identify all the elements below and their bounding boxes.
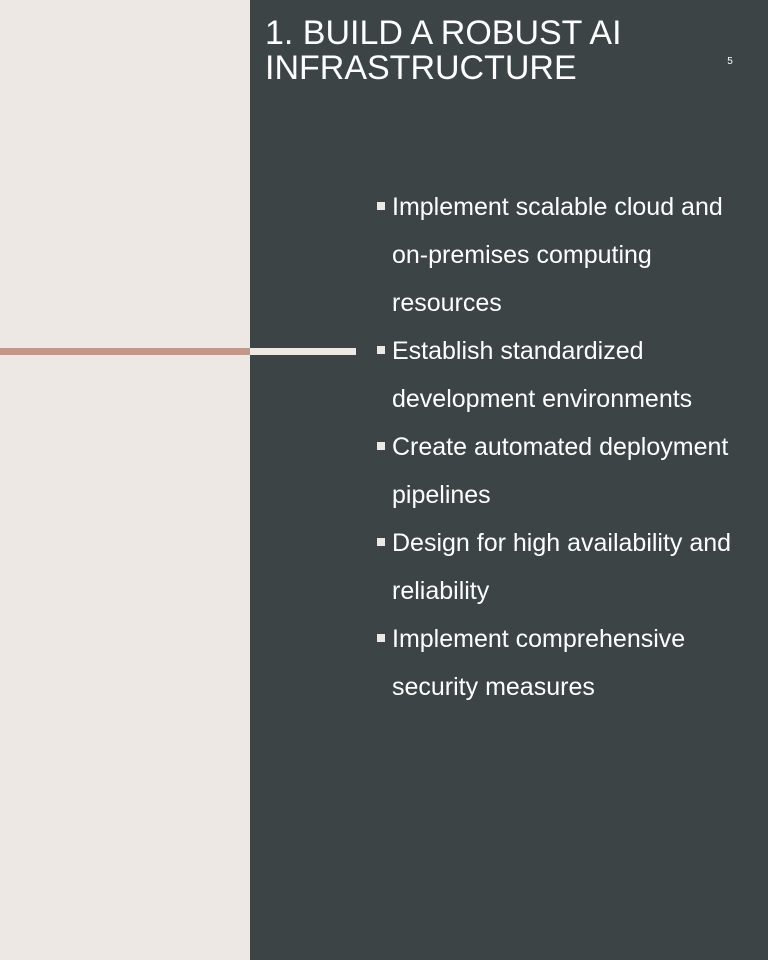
- square-bullet-icon: [377, 442, 385, 450]
- slide-number: 5: [727, 56, 733, 67]
- left-panel: [0, 0, 250, 960]
- bullet-text: Implement comprehensive security measure…: [392, 625, 686, 701]
- slide-title: 1. Build a Robust AI Infrastructure: [265, 14, 622, 87]
- bullet-item: Create automated deployment pipelines: [375, 423, 745, 519]
- square-bullet-icon: [377, 634, 385, 642]
- square-bullet-icon: [377, 538, 385, 546]
- bullet-item: Implement comprehensive security measure…: [375, 615, 745, 711]
- bullet-text: Create automated deployment pipelines: [392, 433, 729, 509]
- bullet-text: Implement scalable cloud and on-premises…: [392, 193, 723, 317]
- accent-line: [0, 348, 250, 355]
- bullet-item: Design for high availability and reliabi…: [375, 519, 745, 615]
- bullet-list: Implement scalable cloud and on-premises…: [375, 183, 745, 711]
- accent-line-extension: [250, 348, 356, 355]
- bullet-item: Establish standardized development envir…: [375, 327, 745, 423]
- bullet-text: Design for high availability and reliabi…: [392, 529, 732, 605]
- square-bullet-icon: [377, 202, 385, 210]
- bullet-item: Implement scalable cloud and on-premises…: [375, 183, 745, 327]
- square-bullet-icon: [377, 346, 385, 354]
- bullet-text: Establish standardized development envir…: [392, 337, 693, 413]
- content-panel: [250, 0, 768, 960]
